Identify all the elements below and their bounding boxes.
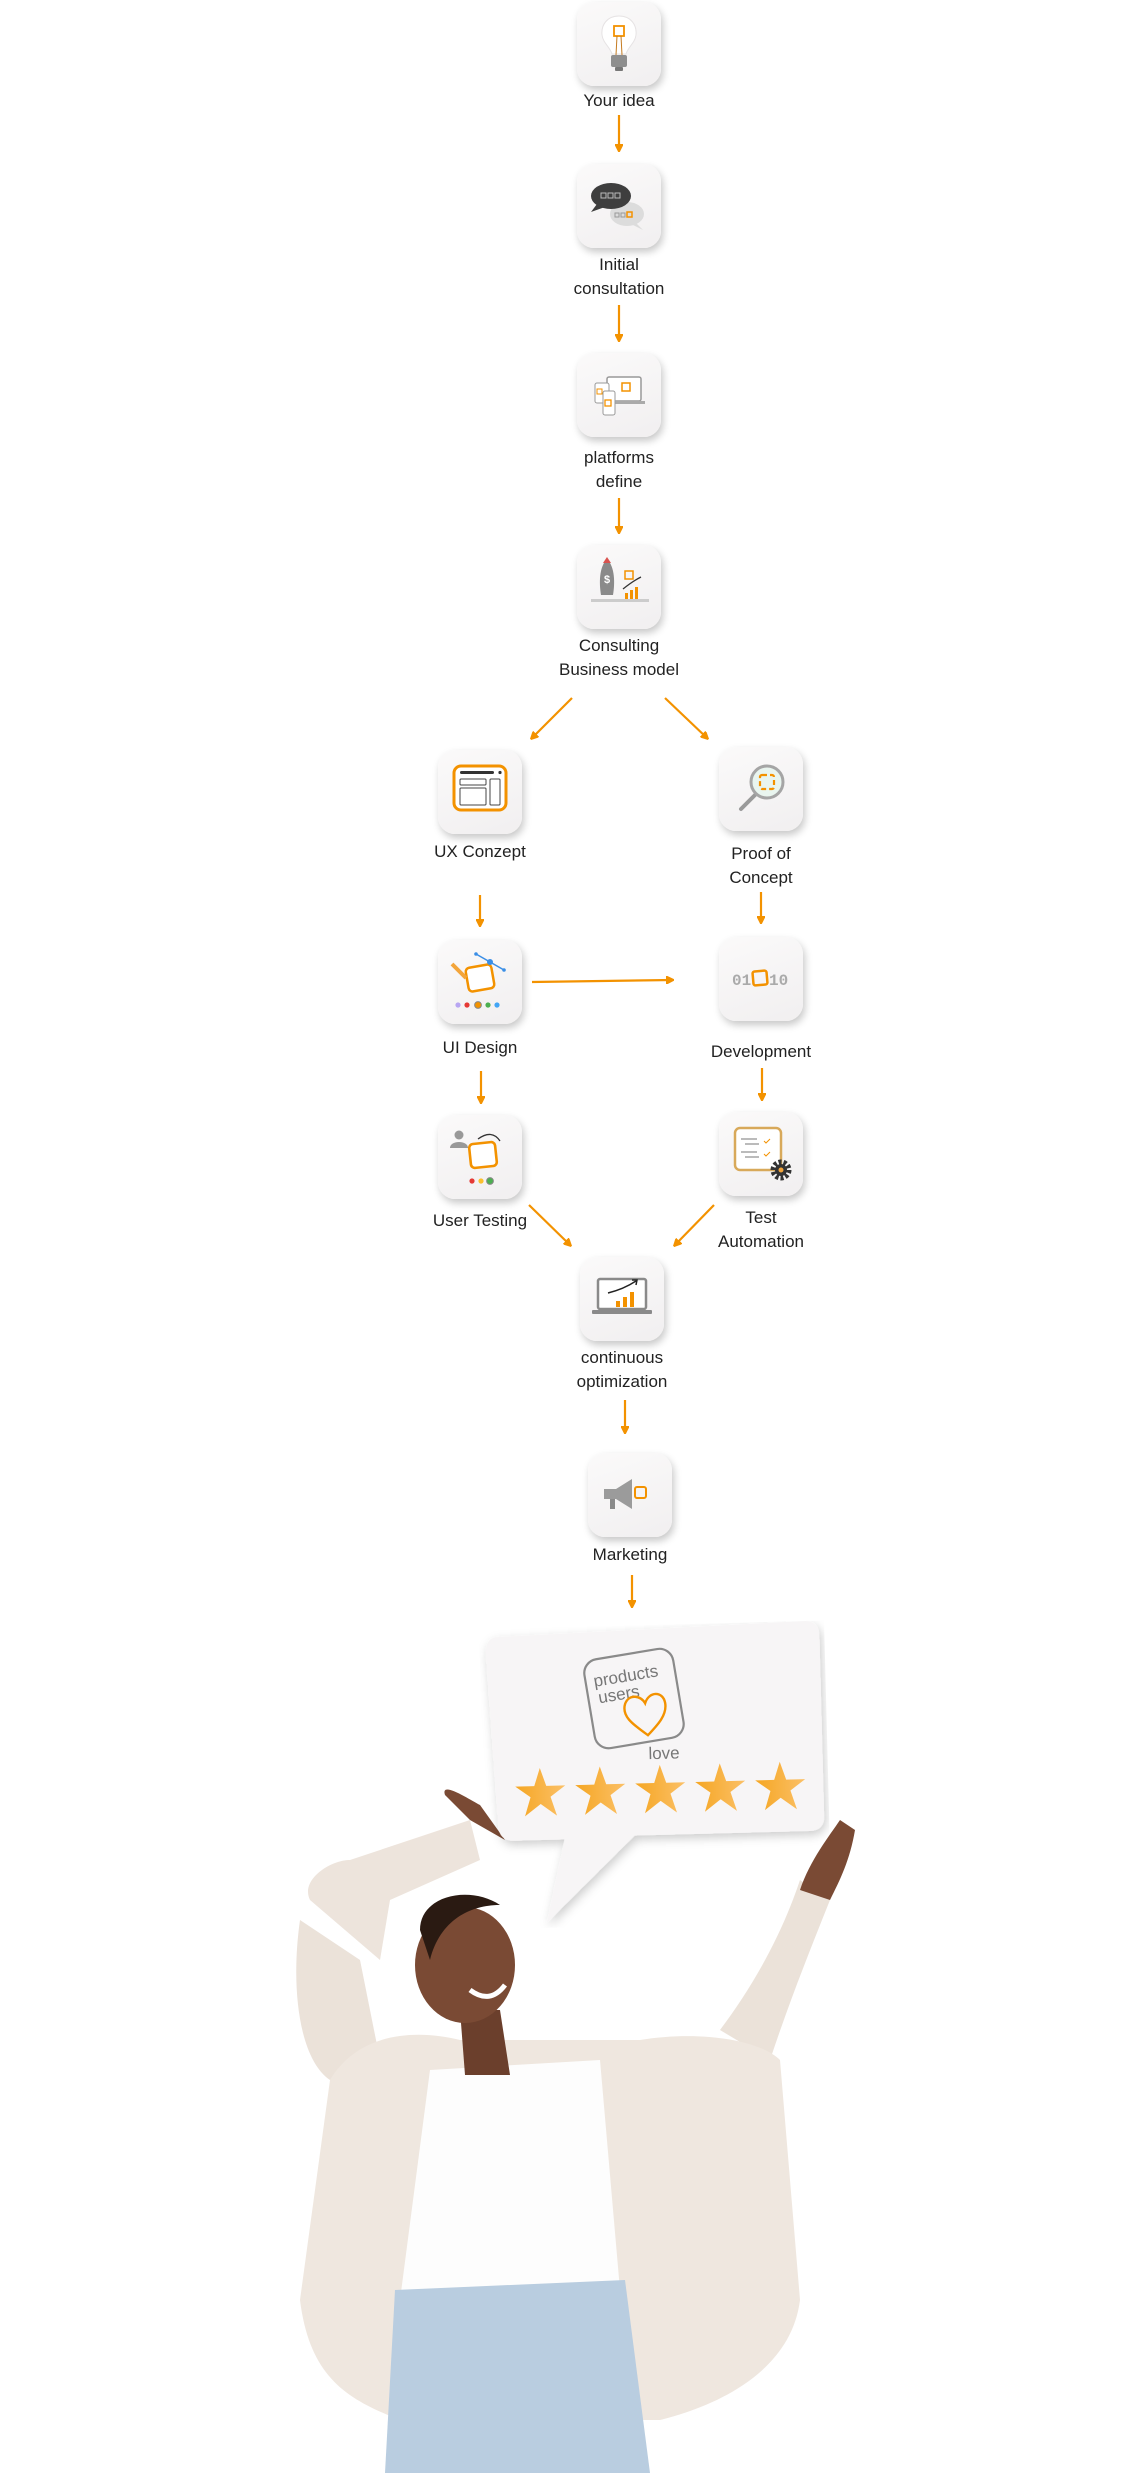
label-line: consultation [573,279,665,298]
laptop-chart-icon [592,1277,652,1314]
step-label: User Testing [432,1211,528,1230]
label-line: Concept [729,868,793,887]
megaphone-icon [604,1479,647,1509]
svg-text:$: $ [604,574,610,586]
right-hand [800,1820,855,1900]
devices-icon [594,376,645,416]
design-tools-icon [450,952,506,1009]
user-test-icon [450,1130,501,1185]
star-icon [575,1766,626,1815]
step-your-idea [577,2,661,86]
hair [420,1894,500,1960]
code-text: 10 [769,972,788,990]
rocket-chart-icon: $ [591,557,649,602]
step-ui-design [438,940,522,1024]
star-rating [513,1759,808,1821]
review-speech-bubble: products users love [479,1621,832,1930]
step-label: UX Conzept [434,842,526,861]
right-sleeve [720,1880,830,2060]
step-proof-of-concept [719,747,803,831]
lightbulb-icon [601,15,637,71]
binary-code-icon: 01 10 [732,969,788,990]
speech-bubble-shape [485,1621,825,1923]
label-line: Business model [558,660,679,679]
step-ux-conzept [438,750,522,834]
white-top [400,2060,620,2300]
label-line: define [595,472,643,491]
step-label: Marketing [592,1545,668,1564]
step-development: 01 10 [719,937,803,1021]
jeans [385,2280,650,2473]
step-initial-consultation [577,164,661,248]
products-users-love-logo: products users love [583,1647,685,1763]
step-label: Initial consultation [519,253,719,301]
checklist-gear-icon [733,1126,792,1181]
step-label: Proof of Concept [661,842,861,890]
step-label: Your idea [583,91,655,110]
left-hand [444,1789,505,1840]
smile [468,1983,507,1999]
wireframe-icon [452,764,508,812]
label-line: Consulting [578,636,660,655]
step-label: platforms define [519,446,719,494]
label-line: optimization [576,1372,668,1391]
star-icon [515,1768,566,1817]
chat-bubbles-icon [591,183,644,230]
label-line: platforms [584,448,654,467]
left-sleeve [308,1820,480,1960]
step-consulting-business-model: $ [577,545,661,629]
step-test-automation [719,1112,803,1196]
label-line: continuous [580,1348,664,1367]
step-user-testing [438,1115,522,1199]
step-platforms-define [577,353,661,437]
code-text: 01 [732,972,751,990]
label-line: Automation [718,1232,804,1251]
star-icon [695,1763,746,1812]
step-label: continuous optimization [522,1346,722,1394]
star-icon [635,1764,686,1814]
neck [460,2010,510,2075]
step-marketing [588,1453,672,1537]
star-icon [755,1761,806,1811]
step-label: Development [710,1042,812,1061]
label-line: Test [745,1208,777,1227]
magnifier-icon [739,764,785,811]
left-upper-arm [296,1920,380,2080]
label-line: Proof of [731,844,791,863]
step-continuous-optimization [580,1257,664,1341]
step-label: UI Design [442,1038,518,1057]
label-line: Initial [599,255,639,274]
svg-text:love: love [648,1743,680,1763]
